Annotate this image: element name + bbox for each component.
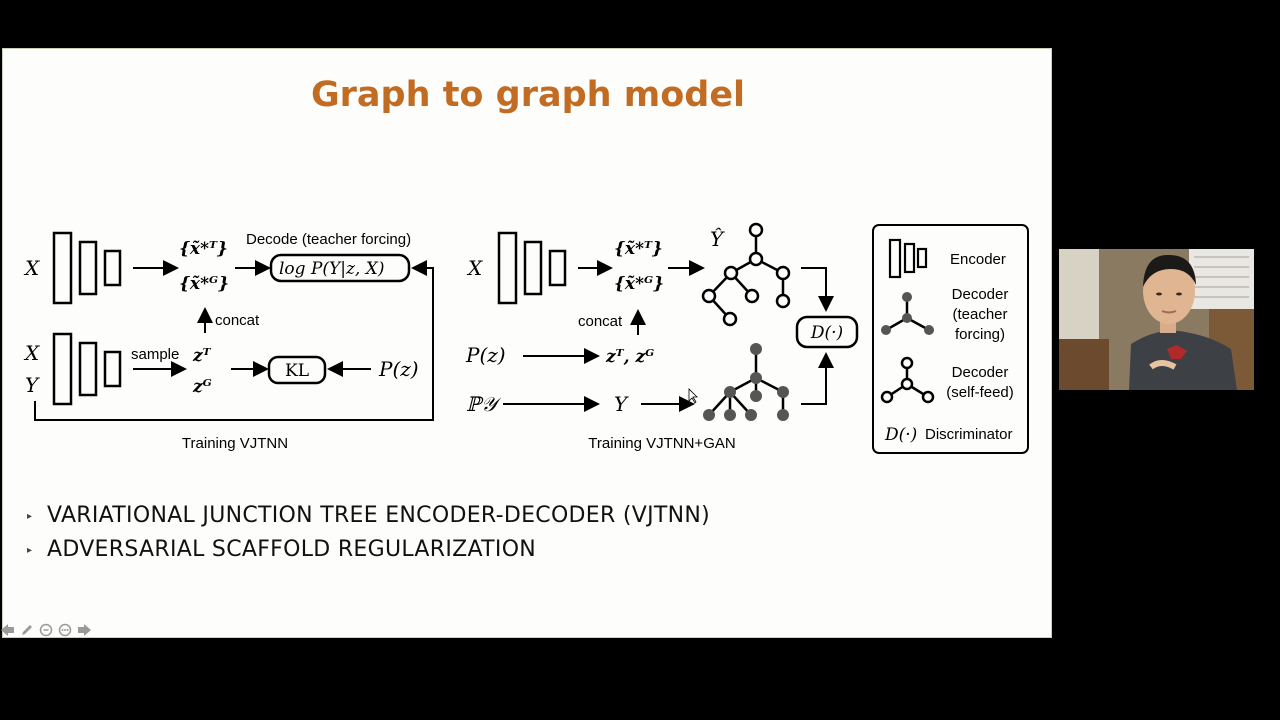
left-zg-label: zᴳ [192,377,212,397]
arrow-right-icon[interactable] [76,623,92,637]
left-top-encoder-icon [52,231,122,305]
right-caption: Training VJTNN+GAN [588,435,735,452]
bullet-2: ▸ ADVERSARIAL SCAFFOLD REGULARIZATION [27,537,536,562]
left-pz-label: P(z) [378,357,419,381]
legend-decoder-sf-line2: (self-feed) [946,384,1014,401]
legend-decoder-tf-line1: Decoder [952,286,1009,303]
right-d-label: D(·) [810,323,843,343]
bullet-1: ▸ VARIATIONAL JUNCTION TREE ENCODER-DECOD… [27,503,710,528]
right-pz-label: P(z) [465,343,506,367]
right-xg-label: {x̃*ᴳ} [614,274,664,294]
left-x2-label: X [23,341,40,365]
sample-label: sample [131,346,179,363]
bullet-marker-icon: ▸ [27,510,33,522]
left-decode-label: Decode (teacher forcing) [246,231,411,248]
right-x-label: X [466,256,483,280]
webcam-image [1059,249,1254,390]
left-x-label: X [23,256,40,280]
legend-d-symbol: D(·) [884,425,917,445]
right-y-label: Y [614,392,629,416]
slideshow-nav [0,622,92,638]
right-xt-label: {x̃*ᵀ} [614,239,663,259]
discriminator-box [795,315,859,349]
legend-decoder-sf-line1: Decoder [952,364,1009,381]
left-concat-label: concat [215,312,260,329]
legend-box [872,224,1029,454]
legend-discriminator-label: Discriminator [925,426,1013,443]
kl-box [267,355,327,385]
cursor-icon [688,388,698,404]
arrow-left-icon[interactable] [0,623,16,637]
left-xt-label: {x̃*ᵀ} [179,239,228,259]
left-caption: Training VJTNN [182,435,288,452]
bullet-1-text: VARIATIONAL JUNCTION TREE ENCODER-DECODE… [47,503,711,528]
yhat-label: Ŷ [710,227,725,251]
legend-decoder-tf-icon [881,292,934,335]
presenter-webcam [1059,249,1254,390]
bullet-2-text: ADVERSARIAL SCAFFOLD REGULARIZATION [47,537,537,562]
vjtnn-diagram: X {x̃*ᵀ} {x̃*ᴳ} Decode (teacher forcing)… [23,222,1029,454]
zoom-icon[interactable] [38,623,54,637]
legend-encoder-label: Encoder [950,251,1006,268]
left-y-label: Y [25,373,40,397]
decode-box-text: log P(Y|z, X) [279,259,384,279]
legend-decoder-sf-icon [880,356,935,404]
legend-encoder-icon [888,238,928,279]
decode-box [269,253,411,283]
teacher-forcing-tree [703,343,789,421]
self-feed-tree [701,222,791,327]
left-bottom-encoder-icon [52,332,122,406]
left-zt-label: zᵀ [192,346,212,366]
legend-decoder-tf-line3: forcing) [955,326,1005,343]
bullet-marker-icon: ▸ [27,544,33,556]
pen-icon[interactable] [19,623,35,637]
right-encoder-icon [497,231,567,305]
py-label: ℙ𝒴 [466,392,502,416]
slide-title: Graph to graph model [310,75,746,115]
kl-label: KL [285,361,309,381]
legend-decoder-tf-line2: (teacher [952,306,1007,323]
right-ztg-label: zᵀ, zᴳ [605,347,654,367]
left-xg-label: {x̃*ᴳ} [179,274,229,294]
slide: Graph to graph model X {x̃*ᵀ} {x̃*ᴳ} Dec… [2,48,1052,638]
more-icon[interactable] [57,623,73,637]
right-concat-label: concat [578,313,623,330]
